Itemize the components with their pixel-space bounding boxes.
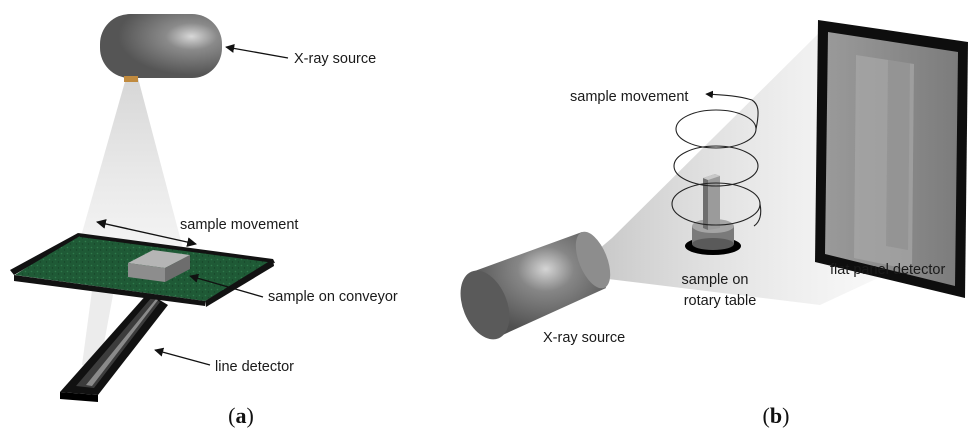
label-movement-b: sample movement — [570, 89, 688, 105]
label-sample-a: sample on conveyor — [268, 289, 398, 305]
line-detector — [60, 293, 168, 402]
caption-a: (a) — [228, 403, 254, 428]
label-source-a: X-ray source — [294, 51, 376, 67]
movement-arrow-a — [96, 219, 197, 247]
label-table-b-line1: sample on — [682, 272, 749, 288]
xray-tube-b — [460, 231, 611, 340]
sample-b — [703, 174, 720, 230]
panel-a: X-ray source sample movement sample on c… — [10, 14, 398, 428]
caption-b: (b) — [763, 403, 790, 428]
label-movement-a: sample movement — [180, 217, 298, 233]
label-table-b-line2: rotary table — [684, 293, 757, 309]
label-source-b: X-ray source — [543, 330, 625, 346]
pointer-detector-a — [154, 347, 211, 366]
sample-box — [128, 250, 190, 282]
label-detector-a: line detector — [215, 359, 294, 375]
panel-b: sample movement X-ray source sample on r… — [460, 20, 968, 428]
pointer-sample-a — [189, 273, 264, 298]
xray-tube-a — [100, 14, 222, 82]
helical-trajectory — [671, 90, 762, 227]
flat-panel-detector — [815, 20, 968, 298]
label-detector-b: flat panel detector — [830, 262, 945, 278]
pointer-source-a — [225, 43, 289, 59]
